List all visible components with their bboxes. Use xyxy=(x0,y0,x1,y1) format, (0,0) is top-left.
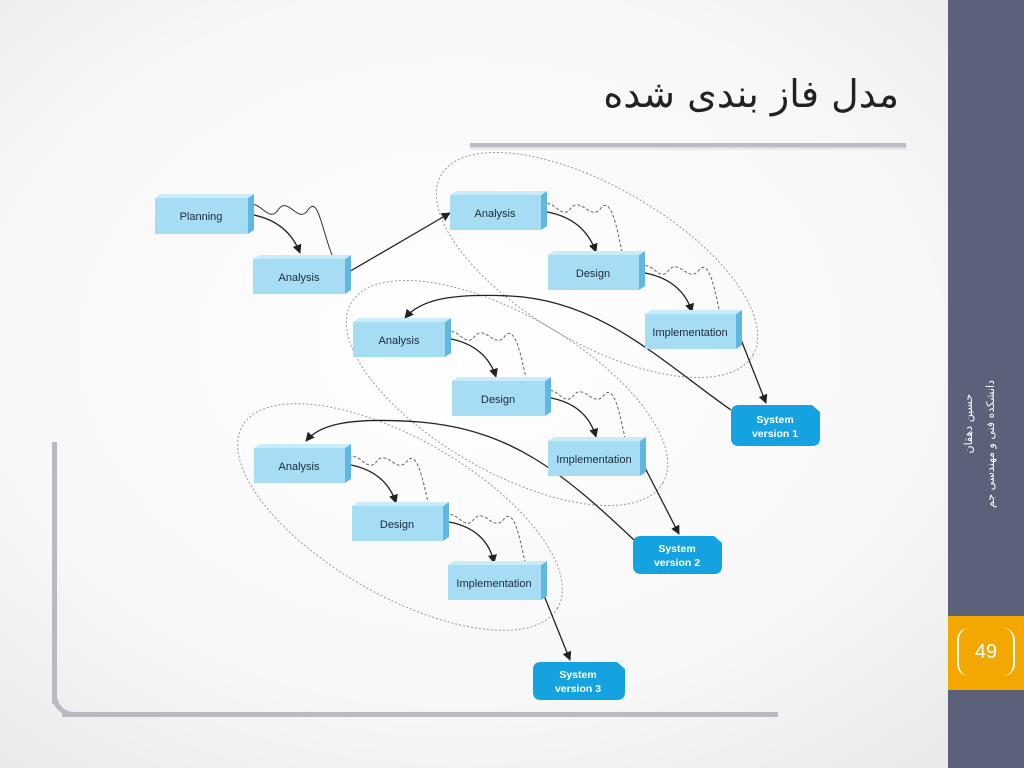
box-v1-design-label: Design xyxy=(576,268,610,280)
slide-title: مدل فاز بندی شده xyxy=(603,72,899,116)
system-version-2-line-2: version 2 xyxy=(654,557,700,569)
box-planning-label: Planning xyxy=(180,211,223,223)
system-version-3-line-1: System xyxy=(559,669,596,681)
faculty-name: دانشکده فنی و مهندسی جم xyxy=(984,380,997,509)
arrow-v1-impl-system xyxy=(737,331,768,404)
system-version-1: System version 1 xyxy=(731,405,820,446)
box-analysis-initial: Analysis xyxy=(253,255,351,294)
box-v1-implementation-label: Implementation xyxy=(652,327,727,339)
author-name: حسین دهقان xyxy=(962,394,975,454)
arrow-v3-impl-system xyxy=(540,587,572,661)
feedback-v2-design-impl xyxy=(545,390,626,439)
box-v3-design: Design xyxy=(352,502,449,541)
box-v1-implementation: Implementation xyxy=(645,310,742,349)
arrow-analysis-v1 xyxy=(346,212,451,274)
box-v3-analysis: Analysis xyxy=(254,444,351,483)
arrow-system1-v2 xyxy=(404,294,732,411)
system-version-3: System version 3 xyxy=(533,662,625,700)
box-planning: Planning xyxy=(155,194,254,234)
feedback-v1-analysis-design xyxy=(542,203,623,253)
arrow-v2-impl-system xyxy=(640,459,680,535)
system-version-1-line-1: System xyxy=(756,414,793,426)
box-v3-implementation-label: Implementation xyxy=(456,578,531,590)
feedback-v3-analysis-design xyxy=(348,456,429,503)
page-number-badge: 49 xyxy=(948,616,1024,690)
arrow-planning-analysis xyxy=(247,213,302,254)
arrow-v1-design-impl xyxy=(638,271,695,313)
sidebar-footer: حسین دهقان دانشکده فنی و مهندسی جم xyxy=(960,380,1010,580)
box-v1-analysis: Analysis xyxy=(450,191,547,230)
version-3-group xyxy=(237,403,563,631)
arrow-v3-analysis-design xyxy=(344,463,398,504)
system-version-2-line-1: System xyxy=(658,543,695,555)
arrow-v2-design-impl xyxy=(544,396,599,438)
system-version-1-line-2: version 1 xyxy=(752,428,798,440)
system-version-2: System version 2 xyxy=(633,536,722,574)
corner-frame-horizontal xyxy=(62,712,778,717)
arrow-v2-analysis-design xyxy=(444,337,498,378)
box-v3-implementation: Implementation xyxy=(448,561,547,600)
box-v2-analysis-label: Analysis xyxy=(379,335,420,347)
arrow-v1-analysis-design xyxy=(540,210,598,253)
version-1-group xyxy=(435,151,759,379)
corner-frame-vertical xyxy=(52,442,57,704)
feedback-v1-design-impl xyxy=(640,265,721,315)
arrow-system2-v3 xyxy=(305,419,635,541)
box-v2-implementation: Implementation xyxy=(548,437,646,476)
system-version-3-line-2: version 3 xyxy=(555,683,601,695)
box-v2-design-label: Design xyxy=(481,394,515,406)
box-v1-analysis-label: Analysis xyxy=(475,208,516,220)
box-v1-design: Design xyxy=(548,251,645,290)
box-v2-analysis: Analysis xyxy=(353,318,451,357)
feedback-planning-analysis xyxy=(247,204,333,256)
box-analysis-initial-label: Analysis xyxy=(279,272,320,284)
arrow-v3-design-impl xyxy=(442,520,497,564)
box-v3-design-label: Design xyxy=(380,519,414,531)
feedback-v2-analysis-design xyxy=(446,331,527,379)
phased-development-diagram: Planning Analysis Analysis Design Implem… xyxy=(155,151,820,700)
version-2-group xyxy=(345,279,669,507)
page-number: 49 xyxy=(957,628,1015,676)
box-v3-analysis-label: Analysis xyxy=(279,461,320,473)
box-v2-implementation-label: Implementation xyxy=(556,454,631,466)
box-v2-design: Design xyxy=(452,377,551,416)
title-divider xyxy=(470,143,906,147)
feedback-v3-design-impl xyxy=(445,514,526,563)
